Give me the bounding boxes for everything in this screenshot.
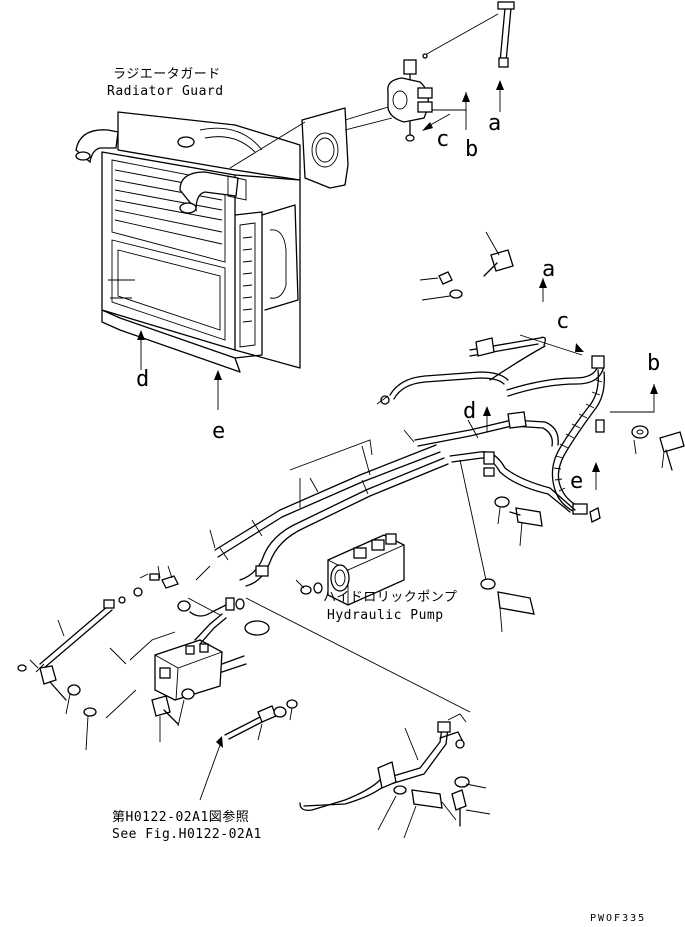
arrow-e-radiator (214, 370, 222, 410)
fitting-see-fig (199, 699, 298, 801)
letter-b-upper: b (465, 137, 479, 162)
arrow-c-lower (519, 334, 584, 356)
letter-d-lower: d (463, 399, 477, 424)
letter-a-lower: a (542, 257, 556, 282)
bolt-upper-right (483, 231, 514, 277)
letter-a-upper: a (488, 111, 502, 136)
arrow-a-upper (496, 80, 504, 112)
bolt-washer-lower (459, 459, 535, 633)
reference-label-en: See Fig.H0122-02A1 (112, 827, 262, 842)
arrow-d-radiator (137, 330, 145, 370)
hose-a-upper (422, 1, 515, 68)
pipe-middle (403, 411, 576, 513)
hydraulic-pump-label-jp: ハイドロリックポンプ (323, 590, 458, 605)
bolts-lower-left (39, 665, 195, 751)
letter-c-upper: c (436, 127, 450, 152)
reference-label-jp: 第H0122-02A1図参照 (112, 810, 250, 825)
hose-valve (194, 613, 227, 645)
pipe-lower-right (299, 713, 467, 811)
valve-block (105, 631, 247, 719)
letter-e-lower: e (570, 469, 584, 494)
letter-b-lower: b (647, 351, 661, 376)
flex-hose-right (551, 369, 605, 523)
radiator-guard-label-jp: ラジエータガード (113, 67, 221, 82)
bolt-washer-right (631, 425, 685, 471)
radiator-guard-label-en: Radiator Guard (107, 84, 224, 99)
hydraulic-pump-label-en: Hydraulic Pump (327, 608, 444, 623)
pipe-lower-left (17, 599, 115, 673)
arrow-d-lower (483, 406, 491, 432)
bolts-lower-right (377, 776, 491, 839)
fittings-left (118, 565, 245, 617)
arrow-c-upper (422, 113, 451, 131)
pipe-main-upper (376, 336, 605, 405)
filter-bracket-assembly (301, 59, 433, 189)
o-ring (244, 620, 270, 636)
letter-d-radiator: d (136, 367, 150, 392)
bolt-washer-middle (494, 496, 543, 547)
hydraulic-pump (295, 533, 405, 606)
letter-c-lower: c (556, 309, 570, 334)
tube-bundle (209, 439, 449, 587)
drawing-code: PWOF335 (590, 913, 647, 924)
arrow-b-upper (432, 92, 470, 130)
arrow-a-lower (539, 278, 547, 302)
arrow-e-lower (592, 462, 600, 490)
arrow-b-lower (610, 384, 658, 413)
nut-washer-upper (419, 271, 463, 301)
radiator-guard-assembly (75, 111, 301, 373)
letter-e-radiator: e (212, 419, 226, 444)
